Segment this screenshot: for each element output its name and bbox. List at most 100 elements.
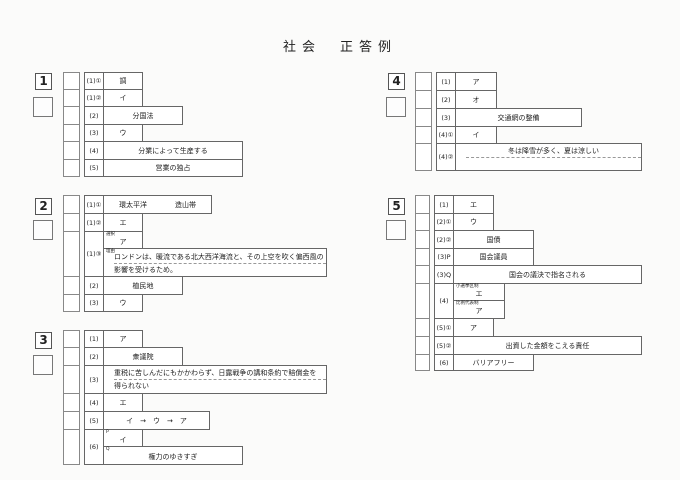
question-label: (5)① <box>434 318 454 337</box>
score-cell[interactable] <box>63 72 80 90</box>
score-cell[interactable] <box>415 283 430 319</box>
answer-text: 環太平洋 造山帯 <box>119 200 196 209</box>
answer-cell: 選択ア <box>103 231 143 249</box>
score-box[interactable] <box>386 220 406 240</box>
question-label: (4) <box>434 283 454 319</box>
answer-text: ウ <box>470 218 477 226</box>
score-cell[interactable] <box>63 213 80 232</box>
answer-line: 影響を受けるため。 <box>114 266 177 274</box>
page-title: 社会 正答例 <box>282 40 397 55</box>
answer-tag: 比例代表制 <box>456 301 479 306</box>
answer-cell: イ <box>455 126 497 144</box>
answer-text: ア <box>470 323 477 332</box>
answer-text: ア <box>475 307 483 315</box>
answer-tag: 小選挙区制 <box>456 284 479 289</box>
answer-text: 分国法 <box>132 111 154 120</box>
answer-text: 国会の議決で指名される <box>509 270 586 279</box>
answer-cell: ア <box>455 72 497 91</box>
answer-cell: ウ <box>453 213 494 231</box>
question-number: 1 <box>35 73 52 90</box>
score-cell[interactable] <box>415 213 430 231</box>
question-label: (4) <box>84 141 104 160</box>
answer-cell: 小選挙区制エ <box>453 283 505 301</box>
answer-cell: バリアフリー <box>453 354 534 371</box>
answer-cell: オ <box>455 90 497 109</box>
question-label: (2) <box>84 106 104 125</box>
answer-cell: 冬は降雪が多く、夏は涼しい <box>455 143 642 171</box>
score-cell[interactable] <box>415 72 432 91</box>
question-label: (3) <box>436 108 456 127</box>
answer-text: 出資した金額をこえる責任 <box>505 341 590 350</box>
score-cell[interactable] <box>415 318 430 337</box>
answer-line <box>466 158 641 170</box>
question-label: (2) <box>84 347 104 366</box>
score-box[interactable] <box>33 97 53 117</box>
score-cell[interactable] <box>63 429 80 465</box>
answer-cell: 分業によって生産する <box>103 141 243 160</box>
score-cell[interactable] <box>415 336 430 355</box>
answer-cell: エ <box>103 393 143 412</box>
score-cell[interactable] <box>63 89 80 107</box>
answer-text: イ <box>119 435 127 444</box>
answer-text: 交通網の整備 <box>497 113 540 122</box>
score-cell[interactable] <box>415 108 432 127</box>
score-cell[interactable] <box>63 231 80 277</box>
score-cell[interactable] <box>63 330 80 348</box>
question-label: (4)① <box>436 126 456 144</box>
answer-cell: イ <box>103 89 143 107</box>
answer-cell: 国会議員 <box>453 248 534 266</box>
score-cell[interactable] <box>415 354 430 371</box>
score-cell[interactable] <box>63 159 80 177</box>
answer-text: エ <box>475 289 483 298</box>
answer-cell: 比例代表制ア <box>453 300 505 319</box>
question-label: (2)② <box>434 230 454 249</box>
answer-cell: 出資した金額をこえる責任 <box>453 336 642 355</box>
score-cell[interactable] <box>415 143 432 171</box>
answer-cell: 調 <box>103 72 143 90</box>
score-cell[interactable] <box>63 411 80 430</box>
answer-cell: ア <box>453 318 494 337</box>
answer-text: 分業によって生産する <box>138 146 208 155</box>
answer-cell: イ → ウ → ア <box>103 411 210 430</box>
score-box[interactable] <box>33 355 53 375</box>
answer-text: イ → ウ → ア <box>126 416 187 425</box>
score-cell[interactable] <box>63 124 80 142</box>
answer-text: 調 <box>119 77 127 85</box>
question-label: (1)① <box>84 195 104 214</box>
score-cell[interactable] <box>63 106 80 125</box>
answer-text: 国債 <box>486 235 501 244</box>
score-cell[interactable] <box>63 195 80 214</box>
answer-text: エ <box>470 200 477 209</box>
score-cell[interactable] <box>415 230 430 249</box>
score-cell[interactable] <box>415 248 430 266</box>
score-cell[interactable] <box>63 276 80 295</box>
question-label: (1)③ <box>84 231 104 277</box>
answer-cell: ウ <box>103 294 143 312</box>
score-cell[interactable] <box>63 365 80 394</box>
answer-cell: 植民地 <box>103 276 183 295</box>
score-cell[interactable] <box>63 393 80 412</box>
question-label: (4) <box>84 393 104 412</box>
question-label: (1)① <box>84 72 104 90</box>
answer-line: 冬は降雪が多く、夏は涼しい <box>466 145 641 158</box>
score-cell[interactable] <box>415 126 432 144</box>
question-label: (3) <box>84 294 104 312</box>
answer-line: 重税に苦しんだにもかかわらず、日露戦争の講和条約で賠償金を <box>114 367 326 380</box>
score-cell[interactable] <box>63 294 80 312</box>
score-cell[interactable] <box>63 347 80 366</box>
score-cell[interactable] <box>415 195 430 214</box>
score-cell[interactable] <box>415 90 432 109</box>
question-number: 4 <box>388 73 405 90</box>
answer-cell: 交通網の整備 <box>455 108 582 127</box>
score-cell[interactable] <box>63 141 80 160</box>
question-label: (6) <box>434 354 454 371</box>
answer-cell: ア <box>103 330 143 348</box>
question-label: (2) <box>436 90 456 109</box>
answer-cell: 重税に苦しんだにもかかわらず、日露戦争の講和条約で賠償金を得られない <box>103 365 327 394</box>
score-box[interactable] <box>33 220 53 240</box>
score-cell[interactable] <box>415 265 430 284</box>
score-box[interactable] <box>386 97 406 117</box>
answer-text: イ <box>119 94 127 102</box>
